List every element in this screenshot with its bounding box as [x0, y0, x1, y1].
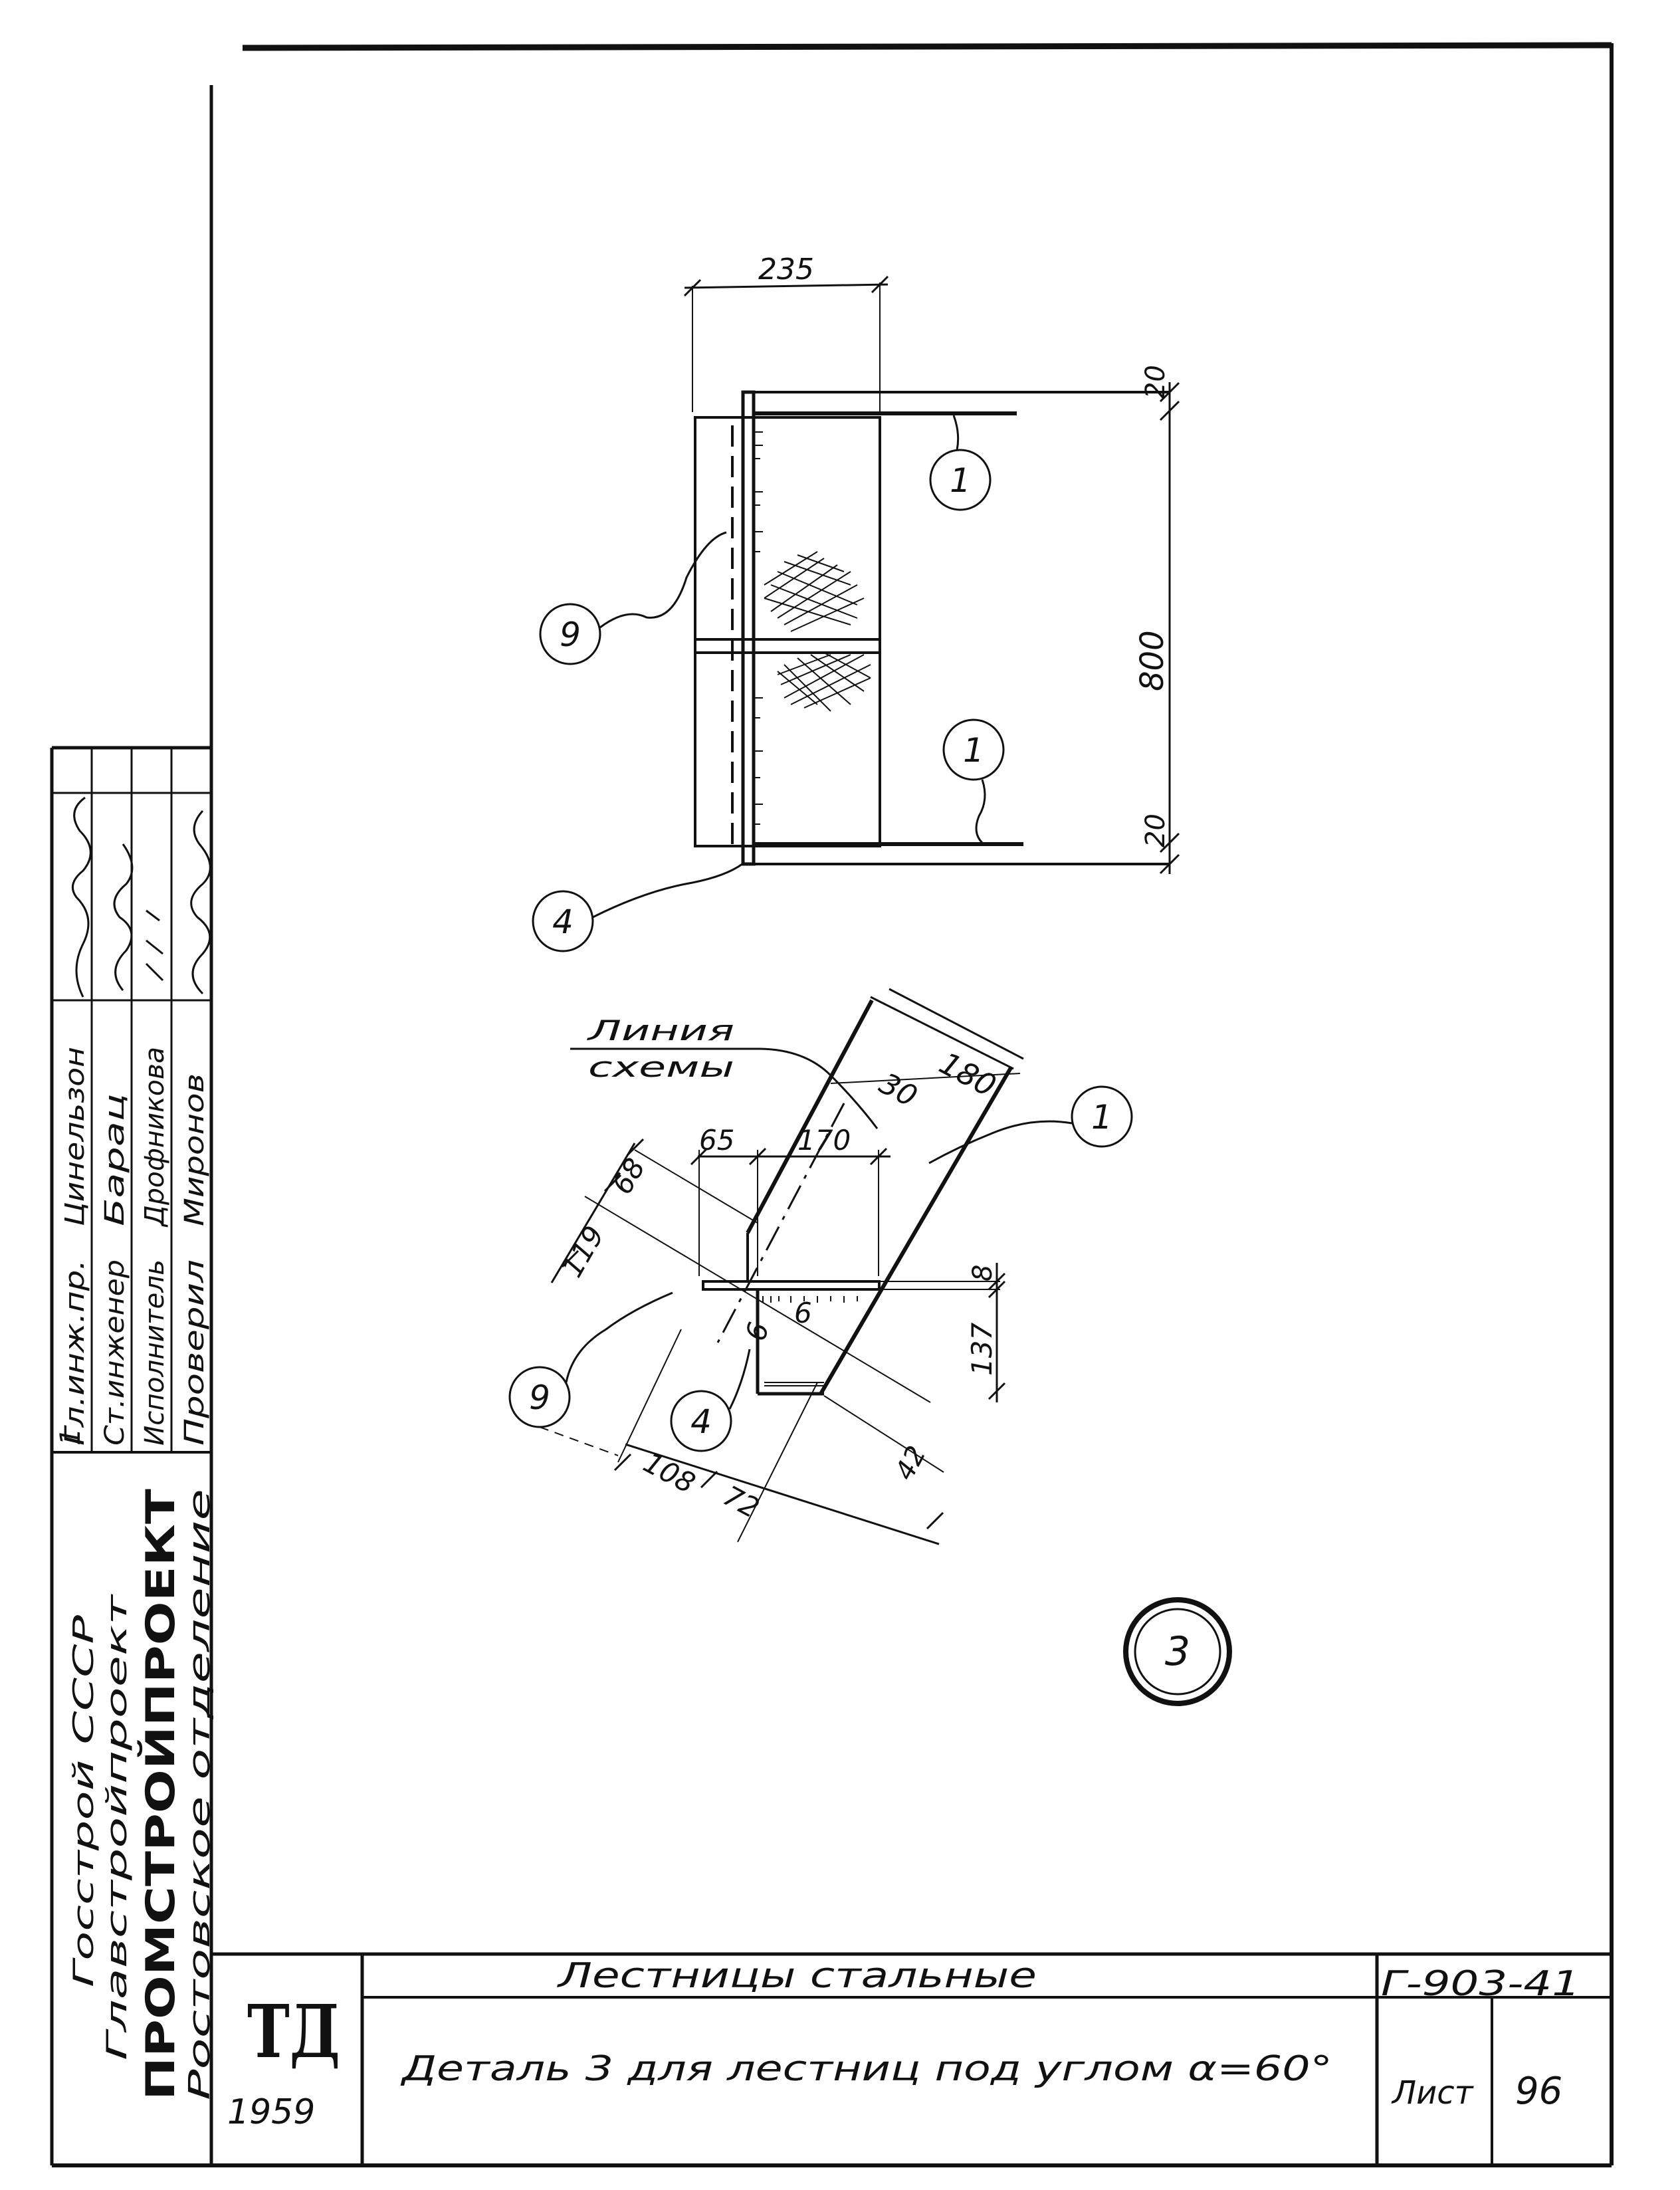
stamp-name-4: Миронов — [179, 1073, 210, 1226]
drawing-subtitle: Деталь 3 для лестниц под углом α=60° — [400, 2049, 1332, 2089]
stamp-role-executor: Исполнитель — [140, 1259, 170, 1446]
stamp-row-number: 1 — [54, 1428, 86, 1446]
dim-235: 235 — [758, 253, 814, 286]
sheet-label: Лист — [1391, 2074, 1475, 2112]
dim-800: 800 — [1134, 630, 1171, 691]
dim-119: 119 — [556, 1220, 611, 1283]
stamp-name-2: Барац — [100, 1093, 130, 1226]
org-line-2: Главстройпроект — [100, 1593, 133, 2060]
dim-30: 30 — [874, 1067, 922, 1114]
callout-9-section: 9 — [529, 1378, 550, 1417]
dim-20-top: 20 — [1140, 365, 1171, 399]
callout-4-top-view: 4 — [552, 903, 574, 941]
title-block: ТД 1959 Лестницы стальные Деталь 3 для л… — [211, 1952, 1612, 2165]
stamp-role-chief-engineer: Гл.инж.пр. — [60, 1259, 90, 1446]
callout-9-top-view: 9 — [560, 615, 581, 654]
stamp-role-checker: Проверил — [179, 1259, 210, 1446]
callout-1-lower: 1 — [963, 731, 984, 770]
scheme-line-label-1: Линия — [586, 1014, 734, 1047]
section-view: Линия схемы 180 30 65 170 68 119 8 137 6 — [508, 988, 1133, 1545]
scheme-line-label-2: схемы — [588, 1051, 734, 1083]
callout-1-section: 1 — [1091, 1098, 1112, 1137]
drawing-code: Г-903-41 — [1381, 1964, 1580, 2004]
year: 1959 — [227, 2092, 315, 2132]
callout-1-top: 1 — [950, 461, 971, 500]
dim-108: 108 — [638, 1446, 700, 1500]
weld-size-2: 6 — [739, 1319, 775, 1345]
dim-8: 8 — [968, 1265, 998, 1281]
stamp-name-1: Цинельзон — [60, 1047, 90, 1226]
dim-170: 170 — [797, 1124, 851, 1156]
detail-number: 3 — [1165, 1628, 1190, 1675]
callout-4-section: 4 — [690, 1402, 712, 1441]
dim-68: 68 — [605, 1152, 651, 1200]
org-name: ПРОМСТРОЙПРОЕКТ — [136, 1489, 184, 2100]
signatures — [71, 796, 211, 998]
top-view: 235 800 20 20 1 1 9 4 — [532, 253, 1180, 952]
dim-42: 42 — [889, 1441, 932, 1485]
detail-number-marker: 3 — [1123, 1597, 1232, 1706]
sheet-frame — [50, 42, 1614, 2167]
org-line-4: Ростовское отделение — [183, 1489, 217, 2100]
weld-size-1: 6 — [794, 1297, 812, 1329]
dim-65: 65 — [699, 1124, 734, 1156]
td-logo: ТД — [247, 1989, 340, 2074]
stamp-role-senior-engineer: Ст.инженер — [100, 1259, 130, 1446]
dim-180: 180 — [934, 1045, 1002, 1104]
org-line-1: Госстрой СССР — [67, 1614, 100, 1987]
stamp-name-3: Дрофникова — [140, 1047, 170, 1228]
dim-20-bottom: 20 — [1140, 814, 1171, 847]
dim-137: 137 — [966, 1323, 998, 1376]
sheet-number: 96 — [1515, 2070, 1562, 2113]
approval-stamp: 1 Гл.инж.пр. Ст.инженер Исполнитель Пров… — [52, 748, 217, 2100]
drawing-title: Лестницы стальные — [556, 1956, 1037, 1996]
